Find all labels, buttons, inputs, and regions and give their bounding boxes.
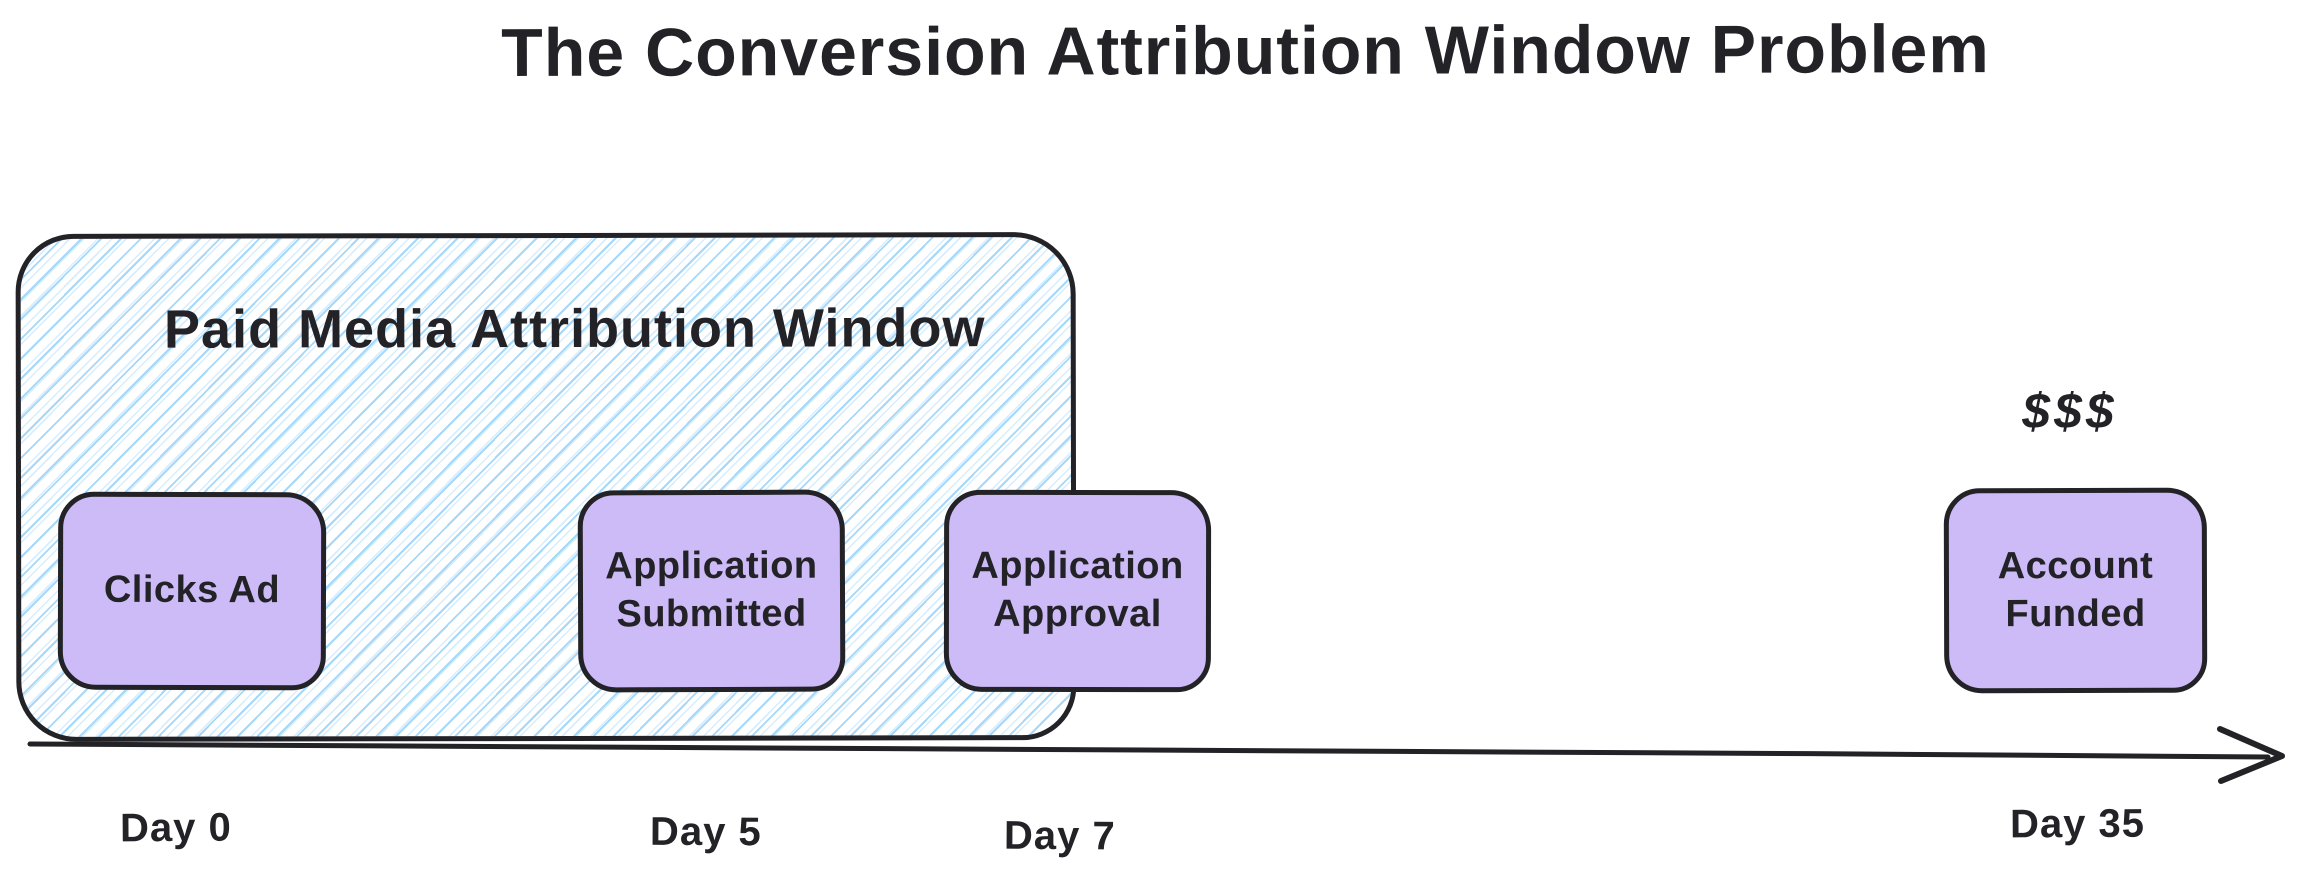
event-label: Application Approval <box>971 544 1184 636</box>
event-box-account-funded: Account Funded <box>1943 487 2208 694</box>
event-label: Account Funded <box>1997 544 2154 635</box>
event-label: Clicks Ad <box>103 568 281 612</box>
day-label-35: Day 35 <box>2009 801 2146 847</box>
page-title: The Conversion Attribution Window Proble… <box>501 11 1990 91</box>
day-label-5: Day 5 <box>649 809 762 855</box>
event-label: Application Submitted <box>605 544 818 636</box>
event-box-application-submitted: Application Submitted <box>577 489 846 693</box>
event-box-clicks-ad: Clicks Ad <box>57 491 327 691</box>
dollar-signs-annotation: $$$ <box>2022 383 2118 439</box>
attribution-window-label: Paid Media Attribution Window <box>163 298 986 360</box>
day-label-7: Day 7 <box>1003 813 1116 859</box>
event-box-application-approval: Application Approval <box>943 489 1212 693</box>
timeline-arrowhead-icon <box>2217 726 2285 784</box>
timeline-axis-line <box>27 741 2271 760</box>
day-label-0: Day 0 <box>119 805 232 851</box>
